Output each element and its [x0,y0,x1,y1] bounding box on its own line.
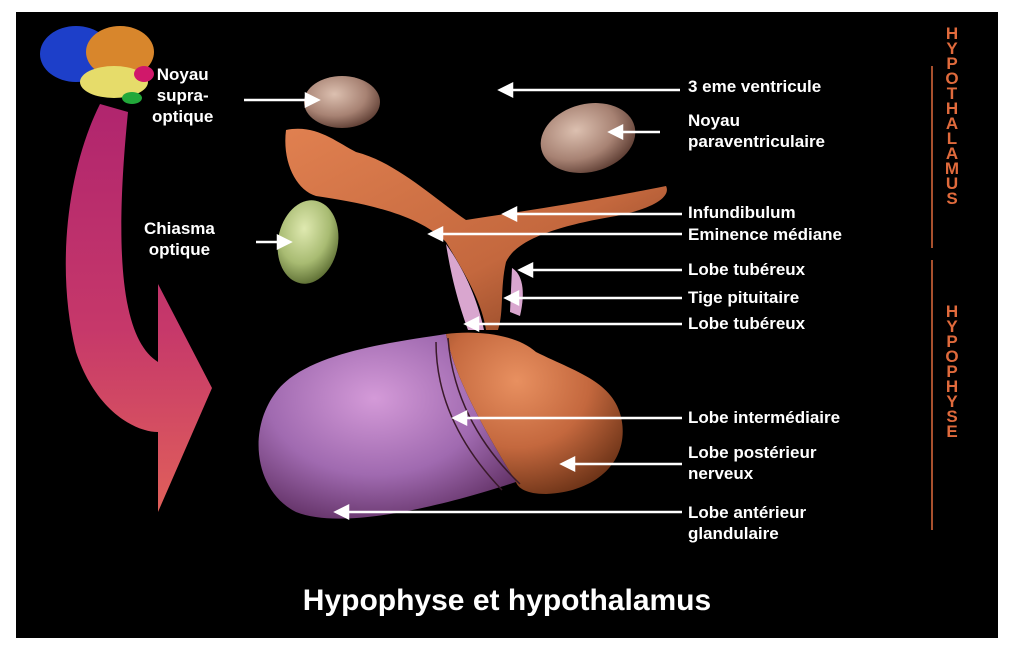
diagram-title: Hypophyse et hypothalamus [16,584,998,618]
label-lobe-anterieur: Lobe antérieur glandulaire [688,502,806,544]
label-lobe-tubereux-1: Lobe tubéreux [688,259,805,280]
label-3eme-ventricule: 3 eme ventricule [688,76,821,97]
paraventricular-nucleus [533,93,643,182]
label-lobe-tubereux-2: Lobe tubéreux [688,313,805,334]
label-lobe-posterieur: Lobe postérieur nerveux [688,442,816,484]
brain-icon [40,26,154,104]
label-infundibulum: Infundibulum [688,202,796,223]
label-noyau-paraventriculaire: Noyau paraventriculaire [688,110,825,152]
curved-arrow [66,104,212,512]
label-chiasma-optique: Chiasma optique [144,218,215,260]
label-eminence-mediane: Eminence médiane [688,224,842,245]
label-tige-pituitaire: Tige pituitaire [688,287,799,308]
label-lobe-intermediaire: Lobe intermédiaire [688,407,840,428]
label-noyau-supra-optique: Noyau supra- optique [152,64,213,127]
diagram-frame: Noyau supra- optique Chiasma optique 3 e… [16,12,998,638]
